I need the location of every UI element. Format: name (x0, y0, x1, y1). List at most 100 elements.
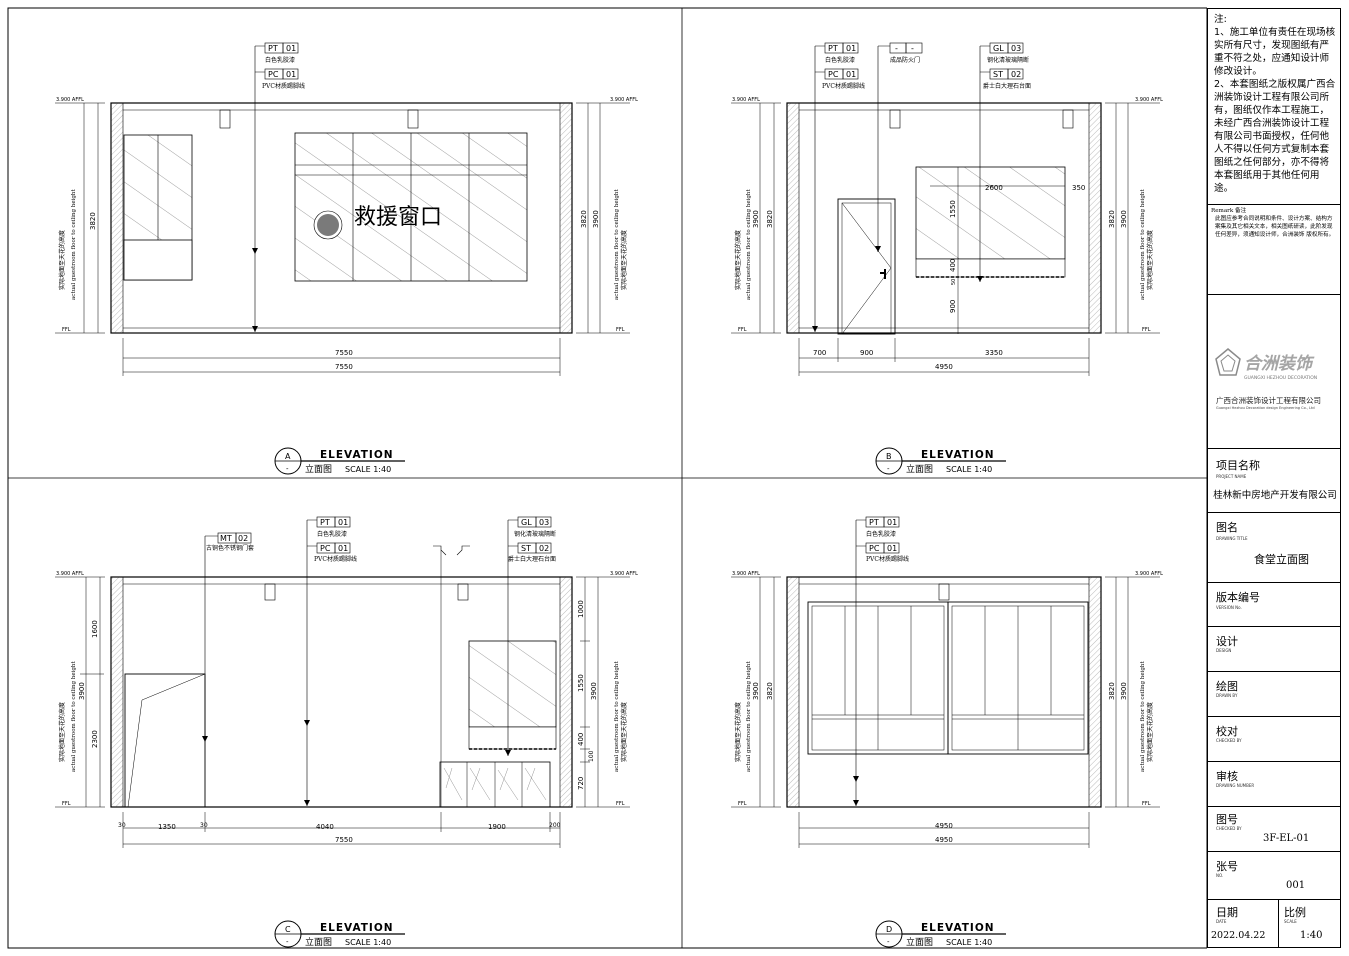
elevation-c: MT 02 古铜色不锈钢门套 PT 01 白色乳胶漆 PC 01 PVC材质踢脚… (55, 516, 638, 948)
svg-text:03: 03 (539, 518, 549, 527)
svg-text:900: 900 (949, 300, 957, 313)
svg-text:actual guestroom floor to ceil: actual guestroom floor to ceiling height (1140, 661, 1146, 772)
svg-text:50: 50 (951, 279, 957, 285)
svg-text:4950: 4950 (935, 836, 953, 844)
svg-text:白色乳胶漆: 白色乳胶漆 (317, 530, 347, 538)
svg-text:01: 01 (887, 518, 897, 527)
svg-text:GUANGXI HEZHOU DECORATION: GUANGXI HEZHOU DECORATION (1244, 375, 1317, 381)
tag-c-mt: MT 02 古铜色不锈钢门套 (205, 532, 254, 552)
svg-text:1900: 1900 (488, 823, 506, 831)
svg-text:FFL: FFL (738, 327, 747, 333)
elevation-b: 2600 350 1550 400 50 900 PT 01 白色乳胶漆 (731, 42, 1163, 475)
svg-text:FFL: FFL (1142, 801, 1151, 807)
svg-text:01: 01 (887, 544, 897, 553)
svg-text:02: 02 (238, 534, 248, 543)
svg-text:-: - (887, 465, 890, 473)
svg-text:-: - (895, 44, 898, 53)
svg-text:GL: GL (521, 518, 532, 527)
checked-section: 校对 CHECKED BY (1208, 717, 1340, 762)
glass-partition-b (915, 166, 1066, 260)
svg-text:C: C (285, 925, 291, 934)
tag-a-pt: PT 01 白色乳胶漆 (255, 42, 299, 64)
svg-text:3350: 3350 (985, 349, 1003, 357)
svg-text:actual guestroom floor to ceil: actual guestroom floor to ceiling height (746, 189, 752, 300)
svg-text:3.900 AFFL: 3.900 AFFL (732, 571, 760, 577)
title-block: 注: 1、施工单位有责任在现场核实所有尺寸，发现图纸有严重不符之处，应通知设计师… (1207, 8, 1341, 948)
drawing-title: 食堂立面图 (1254, 553, 1309, 566)
svg-text:-: - (887, 938, 890, 946)
svg-text:FFL: FFL (616, 801, 625, 807)
svg-text:100: 100 (588, 750, 595, 762)
svg-text:MT: MT (220, 534, 232, 543)
sheet-number-section: 张号 NO. 001 (1208, 852, 1340, 900)
drawing-number: 3F-EL-01 (1263, 833, 1310, 844)
drawn-section: 绘图 DRAWN BY (1208, 672, 1340, 717)
svg-text:2600: 2600 (985, 184, 1003, 192)
svg-text:实际地面至天花的高度: 实际地面至天花的高度 (734, 230, 742, 290)
svg-text:B: B (886, 452, 892, 461)
svg-text:FFL: FFL (738, 801, 747, 807)
svg-text:actual guestroom floor to ceil: actual guestroom floor to ceiling height (71, 189, 77, 300)
svg-text:actual guestroom floor to ceil: actual guestroom floor to ceiling height (1140, 189, 1146, 300)
svg-text:PT: PT (320, 518, 330, 527)
glass-partition-c (468, 640, 557, 728)
svg-text:ST: ST (521, 544, 531, 553)
tag-c-pt: PT 01 白色乳胶漆 (307, 516, 351, 538)
window-d-left (807, 601, 949, 755)
svg-text:SCALE 1:40: SCALE 1:40 (345, 465, 391, 474)
tag-b-gl: GL 03 钢化清玻璃隔断 (980, 42, 1029, 64)
svg-text:爵士白大理石台面: 爵士白大理石台面 (983, 82, 1031, 90)
svg-text:720: 720 (577, 777, 585, 790)
svg-text:3900: 3900 (592, 210, 600, 228)
svg-text:FFL: FFL (616, 327, 625, 333)
tag-b-pc: PC 01 PVC材质踢脚线 (815, 68, 865, 90)
svg-text:ST: ST (993, 70, 1003, 79)
left-wall-a (110, 102, 124, 334)
door-c (124, 673, 206, 808)
date-value: 2022.04.22 (1211, 930, 1266, 941)
elevation-a: 救援窗口 PT 01 白色乳胶漆 PC 01 PVC材质踢脚线 (55, 42, 638, 475)
svg-text:实际地面至天花的高度: 实际地面至天花的高度 (620, 230, 628, 290)
svg-text:D: D (886, 925, 892, 934)
svg-text:3.900 AFFL: 3.900 AFFL (1135, 571, 1163, 577)
svg-text:爵士白大理石台面: 爵士白大理石台面 (508, 555, 556, 563)
svg-text:30: 30 (118, 822, 126, 829)
project-name: 桂林新中房地产开发有限公司 (1213, 490, 1337, 501)
svg-text:3.900 AFFL: 3.900 AFFL (610, 97, 638, 103)
svg-text:700: 700 (813, 349, 826, 357)
svg-text:PC: PC (869, 544, 880, 553)
svg-text:立面图: 立面图 (906, 936, 933, 948)
date-scale-section: 日期 DATE 2022.04.22 比例 SCALE 1:40 (1208, 900, 1340, 947)
svg-text:7550: 7550 (335, 349, 353, 357)
svg-text:01: 01 (286, 70, 296, 79)
svg-text:actual guestroom floor to ceil: actual guestroom floor to ceiling height (746, 661, 752, 772)
drawing-title-section: 图名 DRAWING TITLE 食堂立面图 (1208, 513, 1340, 583)
svg-text:实际地面至天花的高度: 实际地面至天花的高度 (734, 702, 742, 762)
company-name: 广西合洲装饰设计工程有限公司 (1216, 396, 1321, 405)
panel-c-title: ELEVATION (320, 922, 394, 934)
svg-text:3820: 3820 (766, 210, 774, 228)
svg-text:-: - (911, 44, 914, 53)
window-d-right (947, 601, 1089, 755)
notes-heading: 注: (1214, 14, 1227, 25)
svg-text:7550: 7550 (335, 363, 353, 371)
svg-text:2300: 2300 (91, 730, 99, 748)
svg-text:02: 02 (1011, 70, 1021, 79)
right-wall-a (559, 102, 573, 334)
svg-text:7550: 7550 (335, 836, 353, 844)
note-1: 1、施工单位有责任在现场核实所有尺寸，发现图纸有严重不符之处，应通知设计师修改设… (1214, 27, 1336, 77)
svg-text:4950: 4950 (935, 822, 953, 830)
svg-text:900: 900 (860, 349, 873, 357)
company-section: 合洲装饰 GUANGXI HEZHOU DECORATION 广西合洲装饰设计工… (1208, 295, 1340, 449)
svg-text:400: 400 (949, 259, 957, 272)
svg-text:3820: 3820 (89, 212, 97, 230)
svg-text:3.900 AFFL: 3.900 AFFL (1135, 97, 1163, 103)
panel-a-title: ELEVATION (320, 449, 394, 461)
svg-text:350: 350 (1072, 184, 1085, 192)
svg-text:1000: 1000 (577, 600, 585, 618)
svg-text:actual guestroom floor to ceil: actual guestroom floor to ceiling height (614, 189, 620, 300)
note-2: 2、本套图纸之版权属广西合洲装饰设计工程有限公司所有，图纸仅作本工程施工，未经广… (1214, 79, 1336, 194)
svg-text:actual guestroom floor to ceil: actual guestroom floor to ceiling height (614, 661, 620, 772)
project-section: 项目名称 PROJECT NAME 桂林新中房地产开发有限公司 (1208, 449, 1340, 513)
